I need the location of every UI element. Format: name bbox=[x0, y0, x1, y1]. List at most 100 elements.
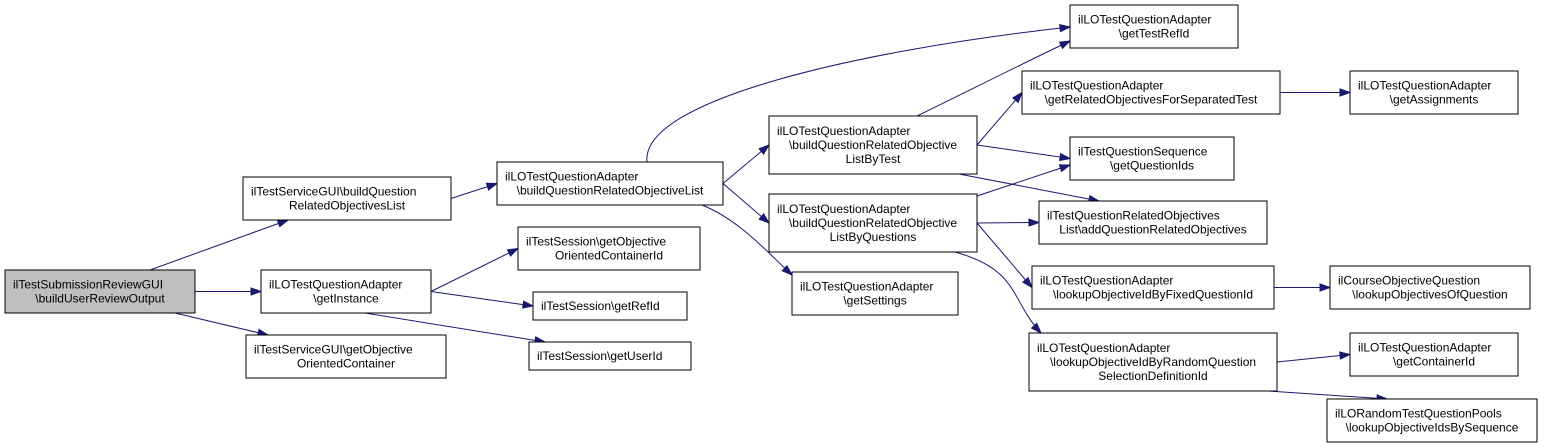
node-box bbox=[1326, 398, 1538, 443]
node-label-line: \getInstance bbox=[313, 292, 379, 306]
node-box bbox=[532, 291, 688, 321]
edge-line bbox=[430, 291, 534, 307]
node-label-line: ilLOTestQuestionAdapter bbox=[1040, 274, 1173, 288]
node-label-line: \buildUserReviewOutput bbox=[35, 292, 165, 306]
edge-n9-n14 bbox=[976, 218, 1041, 227]
node-label-line: ilLOTestQuestionAdapter bbox=[1078, 13, 1211, 27]
function-node[interactable]: ilTestSubmissionReviewGUI\buildUserRevie… bbox=[4, 269, 196, 314]
function-node[interactable]: ilLOTestQuestionAdapter\buildQuestionRel… bbox=[768, 193, 978, 253]
node-label-line: \lookupObjectiveIdByFixedQuestionId bbox=[1053, 288, 1253, 302]
edge-n12-n17 bbox=[1280, 88, 1352, 97]
function-node[interactable]: ilTestQuestionSequence\getQuestionIds bbox=[1069, 136, 1235, 181]
arrowhead bbox=[1339, 88, 1352, 97]
node-label-line: ilTestQuestionRelatedObjectives bbox=[1047, 209, 1220, 223]
arrowhead bbox=[1021, 276, 1033, 289]
node-label-line: \lookupObjectiveIdsBySequence bbox=[1346, 421, 1519, 435]
node-label-line: \lookupObjectivesOfQuestion bbox=[1352, 288, 1507, 302]
function-node[interactable]: ilLOTestQuestionAdapter\getSettings bbox=[791, 271, 959, 316]
arrowhead bbox=[1058, 40, 1072, 50]
edge-line bbox=[149, 219, 289, 271]
node-label-line: ilLOTestQuestionAdapter bbox=[1030, 79, 1163, 93]
edge-n9-n16 bbox=[954, 251, 1043, 335]
edge-n9-n15 bbox=[976, 222, 1033, 289]
node-box bbox=[1069, 136, 1235, 181]
edge-n4-n8 bbox=[722, 144, 771, 184]
arrowhead bbox=[1059, 23, 1072, 33]
function-node[interactable]: ilLOTestQuestionAdapter\lookupObjectiveI… bbox=[1031, 265, 1275, 310]
edge-n1-n4 bbox=[450, 182, 499, 199]
node-box bbox=[242, 176, 452, 221]
edge-n9-n13 bbox=[976, 164, 1072, 197]
function-node[interactable]: ilLORandomTestQuestionPools\lookupObject… bbox=[1326, 398, 1538, 443]
arrowhead bbox=[1011, 91, 1023, 104]
node-box bbox=[1038, 200, 1268, 245]
node-layer: ilTestSubmissionReviewGUI\buildUserRevie… bbox=[4, 4, 1538, 443]
function-node[interactable]: ilLOTestQuestionAdapter\lookupObjectiveI… bbox=[1028, 332, 1278, 392]
node-label-line: \getQuestionIds bbox=[1110, 159, 1194, 173]
arrowhead bbox=[758, 212, 771, 224]
node-label-line: ilLOTestQuestionAdapter bbox=[800, 280, 933, 294]
node-label-line: OrientedContainerId bbox=[555, 249, 663, 263]
arrowhead bbox=[781, 264, 794, 277]
node-label-line: ilLOTestQuestionAdapter bbox=[1358, 341, 1491, 355]
function-node[interactable]: ilLOTestQuestionAdapter\getTestRefId bbox=[1069, 4, 1239, 49]
node-box bbox=[1349, 332, 1519, 377]
node-box bbox=[1031, 265, 1275, 310]
arrowhead bbox=[1030, 322, 1043, 335]
edge-n2-n5 bbox=[430, 247, 520, 292]
node-label-line: \lookupObjectiveIdByRandomQuestion bbox=[1050, 355, 1256, 369]
arrowhead bbox=[1339, 351, 1352, 360]
edge-n4-n10 bbox=[701, 204, 794, 277]
function-node[interactable]: ilTestServiceGUI\getObjectiveOrientedCon… bbox=[245, 334, 447, 379]
edge-n2-n6 bbox=[430, 291, 535, 309]
node-label-line: ilLOTestQuestionAdapter bbox=[1358, 79, 1491, 93]
node-label-line: ilLORandomTestQuestionPools bbox=[1335, 407, 1502, 421]
function-node[interactable]: ilCourseObjectiveQuestion\lookupObjectiv… bbox=[1329, 265, 1531, 310]
node-label-line: ilLOTestQuestionAdapter bbox=[269, 278, 402, 292]
node-label-line: ilCourseObjectiveQuestion bbox=[1338, 274, 1480, 288]
node-box bbox=[1028, 332, 1278, 392]
function-node[interactable]: ilTestSession\getRefId bbox=[532, 291, 688, 321]
node-label-line: ilLOTestQuestionAdapter bbox=[777, 124, 910, 138]
node-label-line: ilLOTestQuestionAdapter bbox=[505, 170, 638, 184]
node-label-line: ListByTest bbox=[846, 152, 901, 166]
node-label-line: ilLOTestQuestionAdapter bbox=[777, 202, 910, 216]
function-node[interactable]: ilTestSession\getUserId bbox=[528, 341, 692, 371]
node-label-line: OrientedContainer bbox=[297, 357, 395, 371]
function-node[interactable]: ilLOTestQuestionAdapter\getInstance bbox=[260, 269, 432, 314]
edge-n0-n1 bbox=[149, 219, 290, 271]
arrowhead bbox=[1028, 218, 1041, 227]
edge-line bbox=[174, 312, 269, 336]
node-label-line: ilTestQuestionSequence bbox=[1078, 145, 1208, 159]
node-box bbox=[768, 193, 978, 253]
arrowhead bbox=[250, 287, 263, 296]
edge-line bbox=[430, 248, 519, 292]
edge-n8-n11 bbox=[916, 40, 1072, 117]
edge-line bbox=[916, 40, 1071, 117]
node-box bbox=[496, 161, 724, 206]
function-node[interactable]: ilLOTestQuestionAdapter\buildQuestionRel… bbox=[496, 161, 724, 206]
node-label-line: ilTestSession\getObjective bbox=[526, 235, 666, 249]
function-node[interactable]: ilTestSession\getObjectiveOrientedContai… bbox=[517, 226, 701, 271]
node-label-line: \buildQuestionRelatedObjective bbox=[789, 216, 957, 230]
edge-line bbox=[976, 92, 1023, 146]
node-label-line: ilTestServiceGUI\buildQuestion bbox=[251, 185, 416, 199]
edge-line bbox=[976, 164, 1071, 197]
function-node[interactable]: ilTestServiceGUI\buildQuestionRelatedObj… bbox=[242, 176, 452, 221]
edge-line bbox=[958, 173, 1100, 202]
edge-n0-n2 bbox=[195, 287, 263, 296]
function-node[interactable]: ilLOTestQuestionAdapter\getAssignments bbox=[1349, 70, 1519, 115]
function-node[interactable]: ilLOTestQuestionAdapter\buildQuestionRel… bbox=[768, 115, 978, 175]
function-node[interactable]: ilLOTestQuestionAdapter\getContainerId bbox=[1349, 332, 1519, 377]
node-label-line: ilTestSession\getRefId bbox=[541, 299, 660, 313]
function-node[interactable]: ilTestQuestionRelatedObjectivesList\addQ… bbox=[1038, 200, 1268, 245]
node-label-line: RelatedObjectivesList bbox=[289, 199, 406, 213]
function-node[interactable]: ilLOTestQuestionAdapter\getRelatedObject… bbox=[1021, 70, 1281, 115]
node-label-line: ListByQuestions bbox=[830, 230, 917, 244]
edge-n4-n9 bbox=[722, 183, 771, 224]
node-label-line: \buildQuestionRelatedObjective bbox=[789, 138, 957, 152]
edge-line bbox=[976, 144, 1071, 159]
edge-line bbox=[976, 222, 1033, 288]
node-label-line: \getContainerId bbox=[1393, 355, 1475, 369]
